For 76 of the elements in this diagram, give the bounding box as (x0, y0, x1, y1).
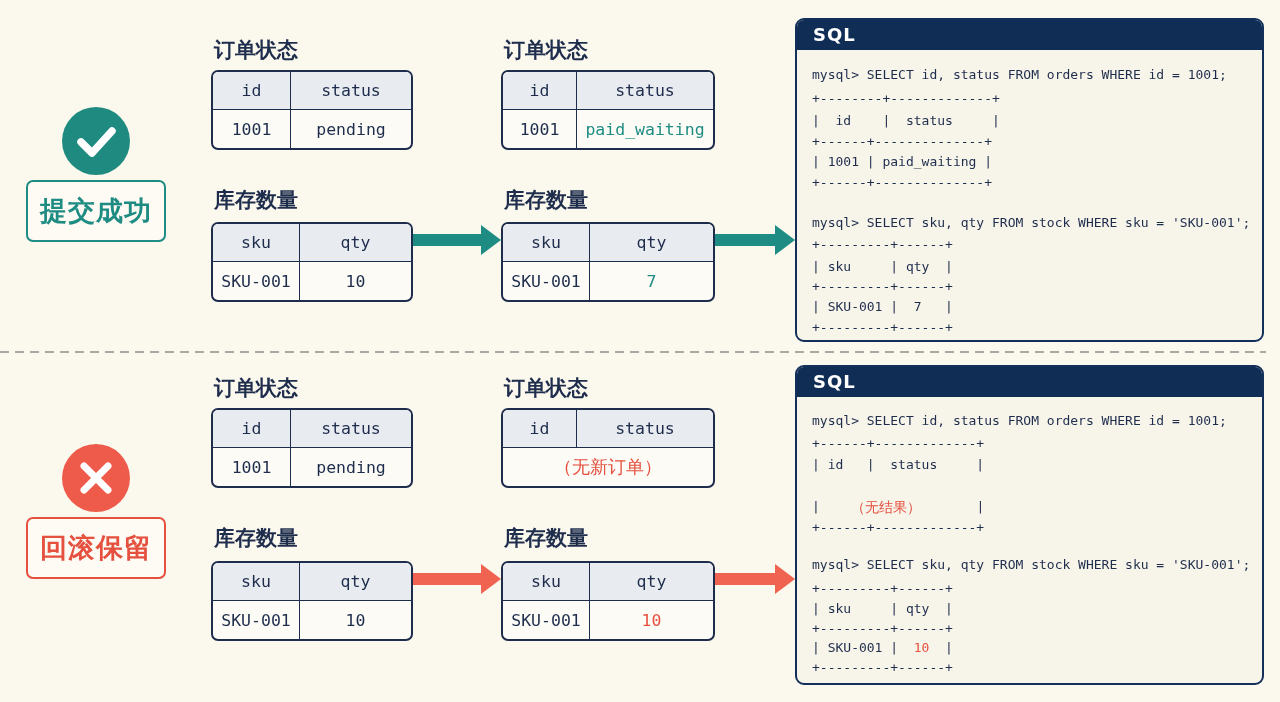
ascii-table-line: | (812, 498, 820, 516)
ascii-table-line: +------+--------------+ (812, 133, 992, 151)
column-header: status (577, 410, 713, 448)
query-result: 10 (913, 639, 930, 657)
table-cell-text: 10 (640, 609, 663, 632)
sql-query: mysql> SELECT id, status FROM orders WHERE id = 1001; (812, 66, 1227, 84)
column-header: qty (300, 563, 411, 601)
column-header: id (213, 72, 291, 110)
ascii-table-line: +---------+------+ (812, 620, 953, 638)
ascii-table-line: | SKU-001 | (812, 639, 899, 657)
ascii-table-line: +---------+------+ (812, 236, 953, 254)
column-header: status (291, 410, 411, 448)
column-header: id (503, 72, 577, 110)
table-title: 订单状态 (504, 377, 588, 401)
table-title: 库存数量 (214, 189, 298, 213)
ascii-table-line: +------+-------------+ (812, 435, 985, 453)
table-cell-text: pending (315, 456, 387, 479)
ascii-table-line: | id | status | (812, 456, 985, 474)
column-header: sku (503, 224, 590, 262)
column-header: qty (300, 224, 411, 262)
arrow (413, 225, 501, 255)
status-label: 提交成功 (26, 180, 166, 242)
table-cell: SKU-001 (503, 262, 590, 300)
table-cell: SKU-001 (213, 262, 300, 300)
column-header: sku (213, 224, 300, 262)
table-title: 订单状态 (214, 377, 298, 401)
ascii-table-line: | 1001 | paid_waiting | (812, 153, 992, 171)
table-cell-text: 10 (344, 609, 367, 632)
ascii-table-line: +---------+------+ (812, 319, 953, 337)
column-header: status (577, 72, 713, 110)
table-cell-text: 7 (645, 270, 658, 293)
table-cell: SKU-001 (503, 601, 590, 639)
table-title: 订单状态 (504, 39, 588, 63)
column-header: qty (590, 224, 713, 262)
column-header: id (213, 410, 291, 448)
ascii-table-line: +---------+------+ (812, 580, 953, 598)
ascii-table-line: | (945, 639, 953, 657)
ascii-table-line: +---------+------+ (812, 278, 953, 296)
query-result: （无结果） (851, 498, 922, 516)
table-cell: 1001 (213, 448, 291, 486)
table-title: 库存数量 (504, 189, 588, 213)
table-cell-text: pending (315, 118, 387, 141)
column-header: sku (213, 563, 300, 601)
panel-header: SQL (797, 367, 1262, 397)
table-title: 订单状态 (214, 39, 298, 63)
ascii-table-line: +---------+------+ (812, 659, 953, 677)
arrow (413, 564, 501, 594)
ascii-table-line: | SKU-001 | 7 | (812, 298, 953, 316)
panel-header: SQL (797, 20, 1262, 50)
column-header: sku (503, 563, 590, 601)
column-header: qty (590, 563, 713, 601)
table-cell: 1001 (213, 110, 291, 148)
ascii-table-line: +--------+-------------+ (812, 90, 1000, 108)
terminal-panel (795, 18, 1264, 342)
table-cell: SKU-001 (213, 601, 300, 639)
sql-query: mysql> SELECT sku, qty FROM stock WHERE sku = 'SKU-001'; (812, 556, 1251, 574)
ascii-table-line: | sku | qty | (812, 258, 953, 276)
table-cell-text: 10 (344, 270, 367, 293)
ascii-table-line: | (976, 498, 985, 516)
ascii-table-line: +------+-------------+ (812, 519, 985, 537)
ascii-table-line: +------+--------------+ (812, 174, 992, 192)
ascii-table-line: | sku | qty | (812, 600, 953, 618)
table-cell: 1001 (503, 110, 577, 148)
sql-query: mysql> SELECT id, status FROM orders WHERE id = 1001; (812, 412, 1227, 430)
column-header: status (291, 72, 411, 110)
status-label: 回滚保留 (26, 517, 166, 579)
ascii-table-line: | id | status | (812, 112, 1000, 130)
table-cell-text: （无新订单） (553, 455, 663, 479)
table-title: 库存数量 (214, 527, 298, 551)
terminal-panel (795, 365, 1264, 685)
sql-query: mysql> SELECT sku, qty FROM stock WHERE sku = 'SKU-001'; (812, 214, 1251, 232)
table-cell-text: paid_waiting (584, 118, 706, 141)
column-header: id (503, 410, 577, 448)
table-title: 库存数量 (504, 527, 588, 551)
arrow (715, 225, 795, 255)
arrow (715, 564, 795, 594)
